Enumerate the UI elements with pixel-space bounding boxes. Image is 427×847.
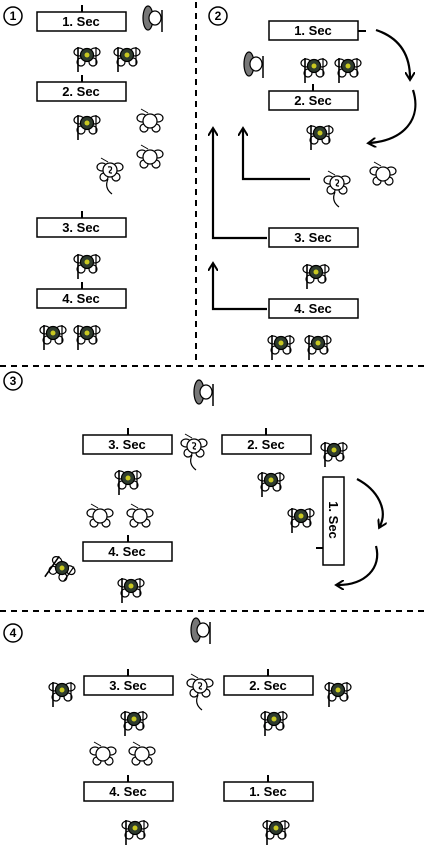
soldier-icon	[267, 335, 295, 360]
section-box: 4. Sec	[83, 775, 174, 802]
empty-soldier-icon	[86, 503, 114, 528]
movement-arrow	[243, 130, 310, 181]
section-box: 2. Sec	[223, 669, 314, 696]
section-box: 2. Sec	[36, 75, 127, 102]
section-box: 2. Sec	[221, 428, 312, 455]
section-label: 1. Sec	[62, 14, 100, 29]
section-box: 1. Sec	[223, 775, 314, 802]
panel-2: 1. Sec 2. Sec 3. Sec 4. Sec	[213, 20, 417, 319]
section-box: 2. Sec	[268, 84, 359, 111]
panel-badge-3: 3	[3, 371, 23, 391]
shield-bearer-icon	[243, 51, 264, 78]
section-box: 1. Sec	[268, 20, 366, 41]
panel-3: 3. Sec 2. Sec 4. Sec 1. Sec	[82, 428, 383, 585]
section-label: 4. Sec	[109, 784, 147, 799]
section-box: 3. Sec	[83, 669, 174, 696]
soldier-icon	[73, 325, 101, 350]
section-label: 2. Sec	[294, 93, 332, 108]
panel-number: 3	[10, 374, 17, 388]
section-label: 4. Sec	[294, 301, 332, 316]
movement-arrow	[338, 545, 379, 585]
section-label: 4. Sec	[62, 291, 100, 306]
squad-leader-icon	[96, 157, 124, 195]
empty-soldier-icon	[126, 503, 154, 528]
squad-leader-icon	[323, 170, 351, 208]
section-box: 3. Sec	[82, 428, 173, 455]
soldier-icon	[48, 682, 76, 707]
soldier-icon	[120, 711, 148, 736]
section-label: 3. Sec	[108, 437, 146, 452]
section-label: 1. Sec	[249, 784, 287, 799]
panel-badge-2: 2	[208, 6, 228, 26]
section-box: 1. Sec	[36, 5, 127, 32]
soldier-icon	[257, 472, 285, 497]
soldier-icon	[334, 58, 362, 83]
empty-soldier-icon	[136, 144, 164, 169]
panel-number: 2	[215, 9, 222, 23]
squad-leader-icon	[186, 673, 214, 711]
section-label: 2. Sec	[247, 437, 285, 452]
soldier-icon	[73, 254, 101, 279]
section-box: 4. Sec	[268, 298, 359, 319]
section-label: 3. Sec	[109, 678, 147, 693]
empty-soldier-icon	[89, 741, 117, 766]
soldier-icon	[306, 125, 334, 150]
section-label: 2. Sec	[62, 84, 100, 99]
section-label: 1. Sec	[326, 501, 341, 539]
movement-arrow	[375, 28, 410, 78]
shield-bearer-icon	[193, 379, 214, 406]
soldier-icon	[287, 508, 315, 533]
section-label: 4. Sec	[108, 544, 146, 559]
section-box: 3. Sec	[268, 227, 359, 248]
soldier-icon	[324, 682, 352, 707]
soldier-icon	[114, 470, 142, 495]
panel-number: 4	[10, 626, 17, 640]
section-label: 2. Sec	[249, 678, 287, 693]
section-label: 3. Sec	[294, 230, 332, 245]
squad-leader-icon	[180, 433, 208, 471]
section-box: 3. Sec	[36, 211, 127, 238]
soldier-icon	[73, 115, 101, 140]
movement-arrow	[356, 478, 383, 526]
soldier-icon	[304, 335, 332, 360]
soldier-icon	[73, 47, 101, 72]
empty-soldier-icon	[136, 108, 164, 133]
section-label: 3. Sec	[62, 220, 100, 235]
soldier-icon	[117, 578, 145, 603]
shield-bearer-icon	[142, 5, 163, 32]
panel-1: 1. Sec 2. Sec 3. Sec 4. Sec	[36, 5, 127, 309]
soldier-icon	[262, 820, 290, 845]
soldier-icon	[121, 820, 149, 845]
soldier-icon	[320, 442, 348, 467]
figures-layer	[39, 5, 397, 845]
soldier-icon	[113, 47, 141, 72]
section-box: 4. Sec	[82, 535, 173, 562]
soldier-icon	[39, 325, 67, 350]
movement-arrow	[370, 89, 417, 143]
section-box: 4. Sec	[36, 282, 127, 309]
soldier-icon	[300, 58, 328, 83]
soldier-icon	[260, 711, 288, 736]
panel-4: 3. Sec 2. Sec 4. Sec 1. Sec	[83, 669, 314, 802]
movement-arrow	[213, 130, 267, 240]
panel-badge-4: 4	[3, 623, 23, 643]
section-label: 1. Sec	[294, 23, 332, 38]
empty-soldier-icon	[128, 741, 156, 766]
section-box-vertical: 1. Sec	[316, 476, 345, 566]
panel-badge-1: 1	[3, 6, 23, 26]
empty-soldier-icon	[369, 161, 397, 186]
soldier-icon	[302, 264, 330, 289]
soldier-icon	[44, 555, 76, 582]
movement-arrow	[213, 265, 267, 311]
panel-number: 1	[10, 9, 17, 23]
shield-bearer-icon	[190, 617, 211, 644]
